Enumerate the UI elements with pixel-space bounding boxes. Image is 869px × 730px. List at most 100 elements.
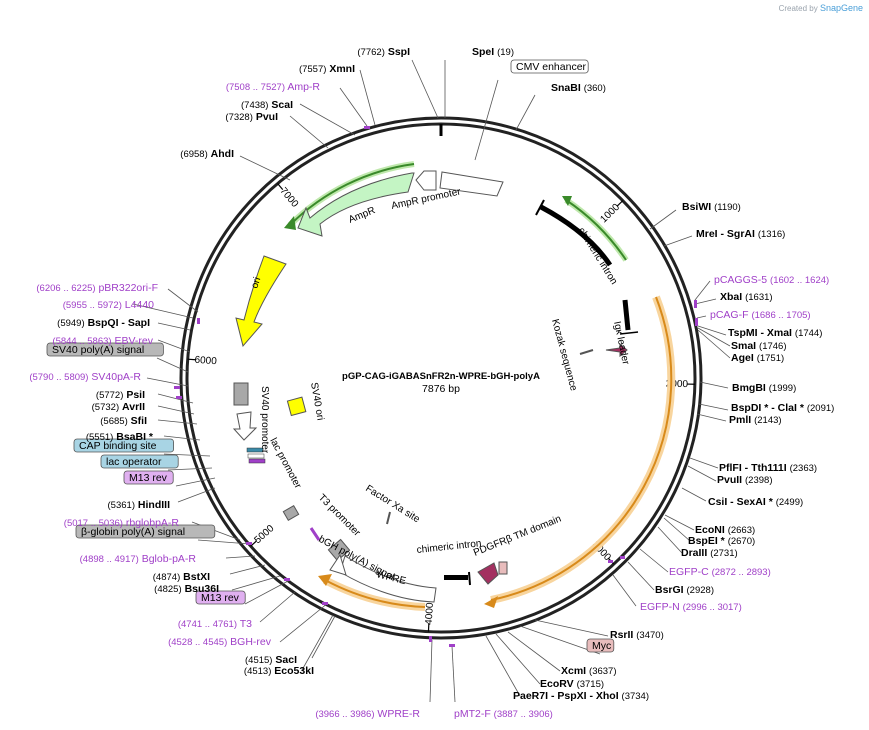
map-label-bglob-pa-r[interactable]: (4898 .. 4917) Bglob-pA-R	[80, 553, 197, 565]
feature-label-kozak: Kozak sequence	[549, 318, 579, 393]
label-text: M13 rev	[129, 472, 168, 484]
map-label-pflfi-tth111i[interactable]: PflFI - Tth111I (2363)	[719, 462, 817, 474]
map-label-draiii[interactable]: DraIII (2731)	[681, 547, 738, 559]
map-label-bsrgi[interactable]: BsrGI (2928)	[655, 584, 714, 596]
label-text: (5551) BsaBI *	[86, 431, 154, 443]
label-text: lac operator	[106, 456, 162, 468]
map-label-l4440[interactable]: (5955 .. 5972) L4440	[63, 299, 154, 311]
map-label-mrei-sgrai[interactable]: MreI - SgrAI (1316)	[696, 228, 785, 240]
map-label-snabi[interactable]: SnaBI (360)	[551, 82, 606, 94]
map-label-paer7i-pspxi-xhoi[interactable]: PaeR7I - PspXI - XhoI (3734)	[513, 690, 649, 702]
map-label-cap-binding-site[interactable]: CAP binding site	[73, 438, 174, 453]
map-label-ebv-rev[interactable]: (5844 .. 5863) EBV-rev	[52, 335, 153, 347]
map-label-pcaggs-5[interactable]: pCAGGS-5 (1602 .. 1624)	[714, 274, 829, 286]
label-text: EcoNI (2663)	[695, 524, 755, 536]
map-label-saci[interactable]: (4515) SacI	[245, 654, 297, 666]
map-label-bspqi-sapi[interactable]: (5949) BspQI - SapI	[57, 317, 150, 329]
chimeric-intron-bar	[539, 204, 613, 267]
map-label-rsrii[interactable]: RsrII (3470)	[610, 629, 664, 641]
label-box	[100, 454, 179, 469]
map-label-ecorv[interactable]: EcoRV (3715)	[540, 678, 604, 690]
map-label-agei[interactable]: AgeI (1751)	[731, 352, 784, 364]
label-text: (3966 .. 3986) WPRE-R	[315, 708, 420, 720]
map-label-spei[interactable]: SpeI (19)	[472, 46, 514, 58]
tick-mark-5000	[250, 540, 258, 547]
map-label-xbai[interactable]: XbaI (1631)	[720, 291, 773, 303]
igk-leader-arrow	[605, 342, 628, 358]
map-label-sfii[interactable]: (5685) SfiI	[100, 415, 147, 427]
map-label-avrii[interactable]: (5732) AvrII	[92, 401, 145, 413]
map-label-sv40-poly-a-signal[interactable]: SV40 poly(A) signal	[46, 342, 164, 357]
map-label-pvui[interactable]: (7328) PvuI	[225, 111, 278, 123]
map-label-t3[interactable]: (4741 .. 4761) T3	[178, 618, 252, 630]
map-label--globin-poly-a-signal[interactable]: β-globin poly(A) signal	[75, 524, 216, 539]
map-label-m13-rev[interactable]: M13 rev	[123, 470, 174, 485]
map-label-smai[interactable]: SmaI (1746)	[731, 340, 787, 352]
map-label-xcmi[interactable]: XcmI (3637)	[561, 665, 617, 677]
map-label-rbglobpa-r[interactable]: (5017 .. 5036) rbglobpA-R	[64, 517, 180, 529]
plasmid-length: 7876 bp	[422, 383, 460, 395]
map-label-pvuii[interactable]: PvuII (2398)	[717, 474, 772, 486]
label-text: BsrGI (2928)	[655, 584, 714, 596]
map-label-psii[interactable]: (5772) PsiI	[96, 389, 145, 401]
map-label-pmli[interactable]: PmlI (2143)	[729, 414, 782, 426]
map-label-bsu36i[interactable]: (4825) Bsu36I	[154, 583, 219, 595]
label-text: (7508 .. 7527) Amp-R	[226, 81, 321, 93]
map-label-pbr322ori-f[interactable]: (6206 .. 6225) pBR322ori-F	[36, 282, 158, 294]
map-label-eco53ki[interactable]: (4513) Eco53kI	[244, 665, 314, 677]
map-label-bsabi-[interactable]: (5551) BsaBI *	[86, 431, 154, 443]
ampr-promoter-arrow	[415, 170, 437, 191]
map-label-bspei-[interactable]: BspEI * (2670)	[688, 535, 755, 547]
map-label-bstxi[interactable]: (4874) BstXI	[153, 571, 210, 583]
map-label-econi[interactable]: EcoNI (2663)	[695, 524, 755, 536]
chimeric-bar2	[622, 299, 631, 331]
map-label-bmgbi[interactable]: BmgBI (1999)	[732, 382, 796, 394]
feature-label-factor-xa: Factor Xa site	[363, 483, 422, 525]
map-label-bgh-rev[interactable]: (4528 .. 4545) BGH-rev	[168, 636, 272, 648]
map-label-bsiwi[interactable]: BsiWI (1190)	[682, 201, 741, 213]
label-text: (7557) XmnI	[299, 63, 355, 75]
map-label-sv40pa-r[interactable]: (5790 .. 5809) SV40pA-R	[29, 371, 141, 383]
orange-arrowhead-left	[318, 574, 332, 586]
map-label-pmt2-f[interactable]: pMT2-F (3887 .. 3906)	[454, 708, 553, 720]
lac-operator-mark	[247, 453, 265, 459]
snapgene-credit: Created by SnapGene	[779, 3, 863, 13]
orange-arc-right	[490, 296, 673, 601]
label-text: (5844 .. 5863) EBV-rev	[52, 335, 153, 347]
leader-lines	[132, 59, 731, 703]
ampr-arrow	[297, 172, 415, 237]
feature-label-sv40-ori: SV40 ori	[308, 382, 325, 422]
map-label-egfp-n[interactable]: EGFP-N (2996 .. 3017)	[640, 601, 742, 613]
map-label-bspdi-clai-[interactable]: BspDI * - ClaI * (2091)	[731, 402, 834, 414]
beta-globin-box	[327, 538, 351, 562]
label-text: DraIII (2731)	[681, 547, 738, 559]
map-label-tspmi-xmai[interactable]: TspMI - XmaI (1744)	[728, 327, 822, 339]
tick-mark-1000	[616, 200, 624, 207]
map-label-m13-rev[interactable]: M13 rev	[195, 590, 246, 605]
label-box	[46, 342, 164, 357]
map-label-myc[interactable]: Myc	[586, 638, 615, 653]
label-text: (5685) SfiI	[100, 415, 147, 427]
map-label-cmv-enhancer[interactable]: CMV enhancer	[510, 59, 589, 74]
map-label-egfp-c[interactable]: EGFP-C (2872 .. 2893)	[669, 566, 771, 578]
label-text: (4528 .. 4545) BGH-rev	[168, 636, 272, 648]
feature-label-chimeric-intron: chimeric intron	[575, 226, 619, 287]
label-text: CsiI - SexAI * (2499)	[708, 496, 803, 508]
green-arc-right	[565, 199, 627, 261]
map-label-wpre-r[interactable]: (3966 .. 3986) WPRE-R	[315, 708, 420, 720]
label-text: (4515) SacI	[245, 654, 297, 666]
map-label-hindiii[interactable]: (5361) HindIII	[108, 499, 171, 511]
feature-label-sv40-promoter: SV40 promoter	[259, 386, 270, 454]
orange-arc-left	[324, 579, 426, 608]
map-label-pcag-f[interactable]: pCAG-F (1686 .. 1705)	[710, 309, 811, 321]
map-label-ahdi[interactable]: (6958) AhdI	[180, 148, 234, 160]
sv40-ori-box	[286, 396, 307, 417]
label-text: (5955 .. 5972) L4440	[63, 299, 154, 311]
map-label-scai[interactable]: (7438) ScaI	[241, 99, 293, 111]
map-label-xmni[interactable]: (7557) XmnI	[299, 63, 355, 75]
map-label-amp-r[interactable]: (7508 .. 7527) Amp-R	[226, 81, 321, 93]
map-label-sspi[interactable]: (7762) SspI	[357, 46, 410, 58]
wpre-arrow	[339, 555, 437, 603]
map-label-lac-operator[interactable]: lac operator	[100, 454, 179, 469]
map-label-csii-sexai-[interactable]: CsiI - SexAI * (2499)	[708, 496, 803, 508]
